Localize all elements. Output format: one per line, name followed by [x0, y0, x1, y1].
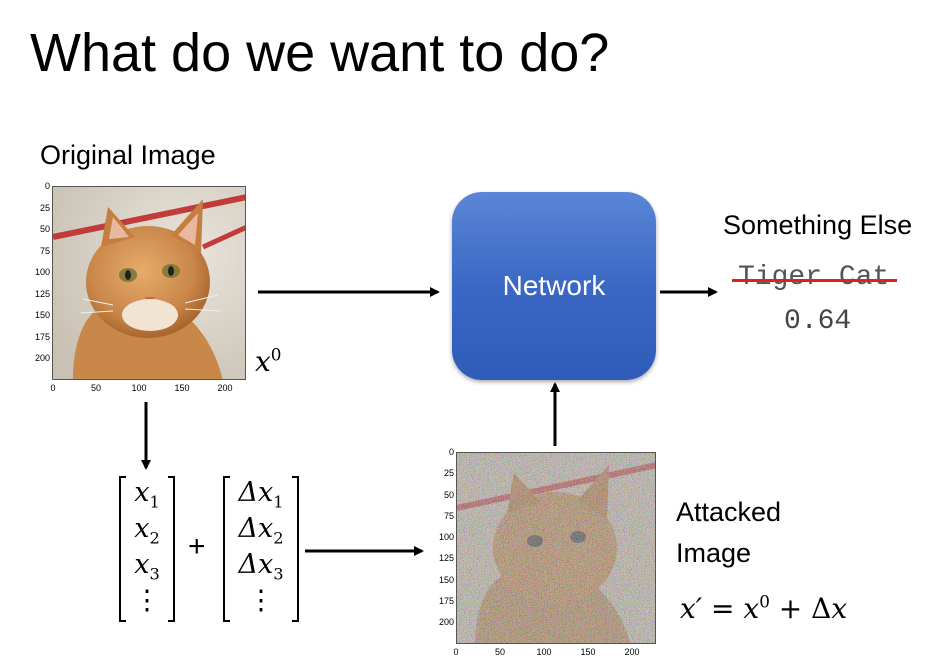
y-tick: 25 [443, 468, 454, 478]
x-tick: 50 [494, 647, 505, 657]
original-var-sup: 0 [270, 344, 282, 365]
strikethrough-line [732, 279, 898, 282]
vector-dx-row: Δx1 [238, 477, 284, 512]
y-tick: 150 [438, 575, 454, 585]
vector-x-row: x3 [134, 549, 160, 584]
slide-title: What do we want to do? [30, 23, 610, 83]
y-tick: 25 [39, 203, 50, 213]
output-label: Something Else [723, 210, 913, 240]
x-tick: 200 [217, 383, 233, 393]
y-tick: 75 [443, 511, 454, 521]
attacked-label-line1: Attacked [676, 497, 782, 527]
y-tick: 150 [34, 310, 50, 320]
x-tick: 100 [131, 383, 147, 393]
y-tick: 50 [39, 224, 50, 234]
vector-x-row: ⋮ [133, 585, 161, 616]
cat-photo-icon [53, 187, 245, 379]
original-image [52, 186, 246, 380]
x-tick: 0 [50, 383, 56, 393]
vector-delta-x: Δx1 Δx2 Δx3 ⋮ [222, 475, 300, 623]
y-tick: 175 [438, 596, 454, 606]
original-variable: x0 [255, 345, 281, 378]
x-tick: 150 [580, 647, 596, 657]
y-tick: 100 [438, 532, 454, 542]
old-class-label: Tiger Cat [732, 262, 898, 293]
y-tick: 100 [34, 267, 50, 277]
y-tick: 200 [438, 617, 454, 627]
y-tick: 125 [438, 553, 454, 563]
attacked-image-plot: 0 25 50 75 100 125 150 175 200 0 50 100 … [434, 446, 664, 663]
vector-dx-row: Δx3 [238, 549, 284, 584]
x-tick: 200 [624, 647, 640, 657]
y-tick: 0 [44, 181, 50, 191]
y-tick: 125 [34, 289, 50, 299]
y-tick: 200 [34, 353, 50, 363]
original-var-base: x [255, 345, 271, 378]
y-tick: 0 [448, 447, 454, 457]
x-tick: 150 [174, 383, 190, 393]
vector-x-row: x1 [134, 477, 160, 512]
original-image-plot: 0 25 50 75 100 125 150 175 200 0 50 100 … [28, 180, 258, 400]
y-tick: 50 [443, 490, 454, 500]
plus-sign: + [188, 530, 206, 563]
vector-x: x1 x2 x3 ⋮ [118, 475, 176, 623]
attacked-image [456, 452, 656, 644]
x-tick: 0 [453, 647, 459, 657]
attack-equation: x′ = x0 + Δx [680, 591, 848, 625]
vector-x-row: x2 [134, 513, 160, 548]
old-class-text: Tiger Cat [738, 262, 890, 293]
x-tick: 100 [536, 647, 552, 657]
vector-dx-row: Δx2 [238, 513, 284, 548]
vector-dx-row: ⋮ [247, 585, 275, 616]
original-image-label: Original Image [40, 140, 216, 170]
old-probability: 0.64 [784, 306, 852, 337]
vector-delta-x-brackets [223, 476, 299, 622]
vector-x-brackets [119, 476, 175, 622]
network-label: Network [502, 270, 606, 301]
x-tick: 50 [90, 383, 101, 393]
attacked-label-line2: Image [676, 538, 752, 568]
noisy-cat-photo-icon [457, 453, 655, 643]
network-box: Network [452, 192, 656, 380]
y-tick: 175 [34, 332, 50, 342]
y-tick: 75 [39, 246, 50, 256]
